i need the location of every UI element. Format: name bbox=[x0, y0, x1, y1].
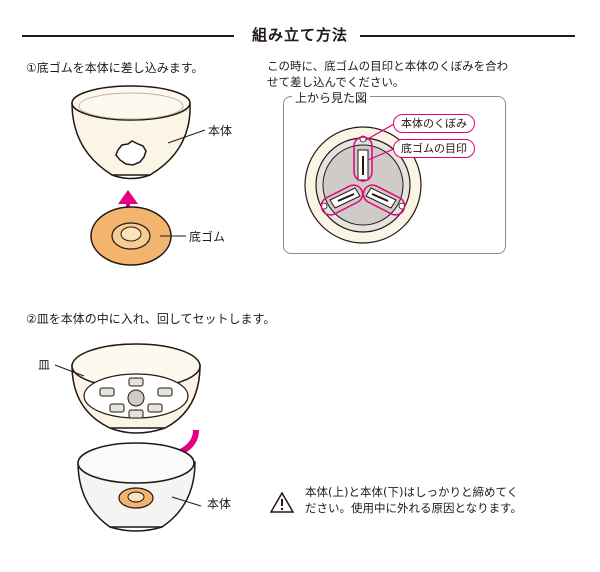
top-view-panel bbox=[283, 96, 506, 254]
page-title: 組み立て方法 bbox=[251, 26, 348, 44]
step1-note-line2: せて差し込んでください。 bbox=[267, 75, 405, 89]
warning-line1: 本体(上)と本体(下)はしっかりと締めてく bbox=[305, 485, 519, 499]
step1-instruction: ①底ゴムを本体に差し込みます。 bbox=[26, 61, 204, 75]
header-rule-left bbox=[22, 35, 234, 37]
label-rubber: 底ゴム bbox=[189, 230, 226, 244]
label-body-step2: 本体 bbox=[207, 497, 232, 511]
label-plate: 皿 bbox=[38, 358, 51, 372]
label-body-step1: 本体 bbox=[208, 124, 233, 138]
step1-note-line1: この時に、底ゴムの目印と本体のくぼみを合わ bbox=[267, 59, 509, 73]
warning-line2: ださい。使用中に外れる原因となります。 bbox=[305, 501, 523, 515]
top-view-title: 上から見た図 bbox=[292, 89, 371, 106]
step2-instruction: ②皿を本体の中に入れ、回してセットします。 bbox=[26, 312, 276, 326]
header-rule-right bbox=[360, 35, 575, 37]
tag-rubber-mark: 底ゴムの目印 bbox=[393, 139, 475, 158]
tag-body-recess: 本体のくぼみ bbox=[393, 114, 475, 133]
warning-icon bbox=[269, 491, 295, 513]
